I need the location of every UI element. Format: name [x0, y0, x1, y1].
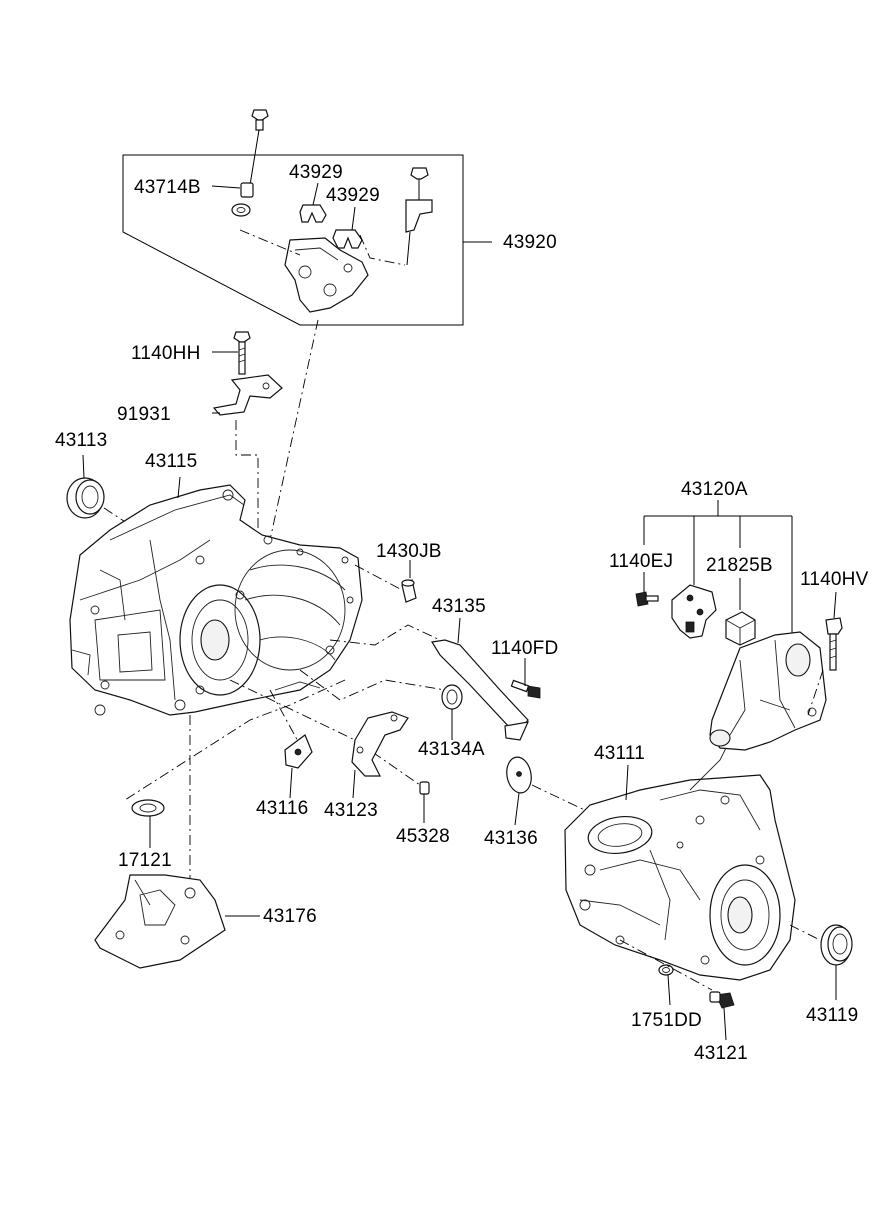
- bracket-91931-part: [212, 374, 283, 416]
- bracket-group-box: [122, 154, 464, 326]
- dash-1140hv-bracket: [807, 669, 824, 716]
- dash-case-17121: [124, 679, 346, 801]
- block-21825b-part: [725, 611, 756, 646]
- label-43135: 43135: [432, 596, 486, 617]
- washer-43116-part: [284, 734, 313, 769]
- plate-43136-part: [506, 756, 532, 794]
- dash-bracket-case: [269, 319, 319, 541]
- bolt-45328-part: [419, 781, 430, 795]
- label-43136: 43136: [484, 828, 538, 849]
- spacer-43714b-part: [231, 182, 254, 217]
- bolt-1140fd-part: [510, 679, 541, 699]
- label-43714b: 43714B: [134, 177, 201, 198]
- plate-43120a-part: [671, 584, 717, 639]
- label-43113: 43113: [55, 430, 108, 451]
- bushing-17121-part: [131, 799, 165, 817]
- label-43920: 43920: [503, 232, 557, 253]
- label-1430jb: 1430JB: [376, 541, 442, 562]
- dash-spacer-bracket: [239, 229, 301, 256]
- label-43929-a: 43929: [289, 162, 343, 183]
- leader-43115: [177, 476, 181, 499]
- label-91931: 91931: [117, 404, 171, 425]
- bolt-1140ej-part: [635, 591, 659, 607]
- bracket-43120a-part: [709, 631, 827, 751]
- label-43929-b: 43929: [326, 185, 380, 206]
- clip-43929-a-part: [299, 204, 327, 223]
- dash-case-43119: [789, 924, 821, 941]
- seal-43119-part: [820, 924, 853, 966]
- dash-case-43134a: [299, 669, 446, 701]
- label-17121: 17121: [118, 850, 172, 871]
- leader-43135: [457, 617, 461, 644]
- dash-case-43135: [329, 624, 441, 646]
- dash-91931-case: [235, 420, 259, 550]
- plug-43121-part: [709, 991, 735, 1009]
- label-43120a: 43120A: [681, 479, 748, 500]
- leader-43113: [82, 454, 85, 479]
- leader-43123: [352, 769, 356, 799]
- leader-43121: [723, 1007, 727, 1041]
- dash-43136-case: [531, 784, 596, 816]
- label-43176: 43176: [263, 906, 317, 927]
- label-43123: 43123: [324, 800, 378, 821]
- label-1140fd: 1140FD: [491, 638, 559, 659]
- label-43119: 43119: [806, 1005, 859, 1026]
- leader-1140hv: [833, 591, 837, 619]
- plate-43123-part: [351, 711, 409, 777]
- label-21825b: 21825B: [706, 555, 773, 576]
- mount-43176-part: [94, 874, 226, 969]
- label-43121: 43121: [694, 1043, 748, 1064]
- bolt-43714-part: [249, 109, 269, 186]
- label-43116: 43116: [256, 798, 309, 819]
- dash-case-43121: [619, 939, 713, 991]
- dash-clip-bracket: [359, 234, 406, 266]
- label-43115: 43115: [145, 451, 198, 472]
- label-1751dd: 1751DD: [631, 1010, 702, 1031]
- bracket-43920-part: [284, 237, 369, 313]
- seal-43113-part: [66, 477, 105, 519]
- label-1140ej: 1140EJ: [609, 551, 674, 572]
- leader-43929-a: [312, 182, 319, 206]
- label-43134a: 43134A: [418, 739, 485, 760]
- dash-case-45328: [229, 679, 421, 786]
- bolt-1140hh-part: [233, 331, 251, 375]
- case-43111-part: [564, 747, 796, 981]
- seal-43134a-part: [441, 684, 463, 710]
- label-45328: 45328: [396, 826, 450, 847]
- label-1140hv: 1140HV: [800, 569, 869, 590]
- leader-43116: [289, 767, 293, 799]
- label-43111: 43111: [594, 743, 646, 764]
- pin-1430jb-part: [401, 579, 417, 603]
- dash-case-1430jb: [354, 564, 403, 591]
- bolt-1140hv-part: [825, 617, 843, 671]
- label-1140hh: 1140HH: [131, 343, 201, 364]
- oring-1751dd-part: [658, 964, 674, 976]
- leader-1751dd: [667, 974, 671, 1006]
- rod-43135-part: [431, 639, 530, 741]
- leader-43714b: [211, 185, 241, 189]
- dash-case-43116: [269, 689, 301, 746]
- case-43115-part: [69, 484, 363, 716]
- clip-43929-b-part: [332, 229, 363, 249]
- leader-43136: [514, 792, 520, 826]
- bolt-bracket-part: [405, 167, 433, 266]
- leader-43929-b: [351, 206, 356, 231]
- leader-43111: [625, 764, 629, 801]
